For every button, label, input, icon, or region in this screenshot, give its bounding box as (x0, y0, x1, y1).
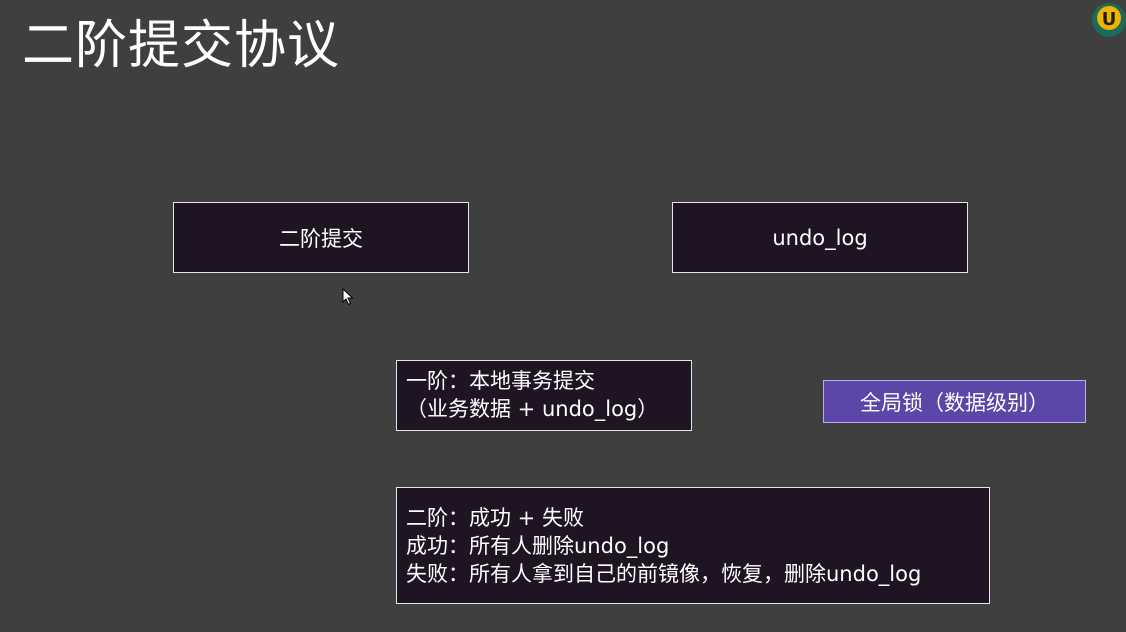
phase-two-line-3: 失败：所有人拿到自己的前镜像，恢复，删除undo_log (406, 562, 922, 586)
phase-two-line-1: 二阶：成功 + 失败 (406, 506, 584, 530)
undo-log-label: undo_log (772, 225, 868, 250)
two-phase-commit-box: 二阶提交 (173, 202, 469, 273)
undo-log-box: undo_log (672, 202, 968, 273)
slide-title: 二阶提交协议 (22, 16, 341, 76)
global-lock-label: 全局锁（数据级别） (860, 390, 1049, 415)
logo-letter: U (1102, 9, 1117, 30)
phase-two-box: 二阶：成功 + 失败 成功：所有人删除undo_log 失败：所有人拿到自己的前… (396, 487, 990, 604)
phase-one-line-1: 一阶：本地事务提交 (406, 369, 595, 393)
phase-two-line-2: 成功：所有人删除undo_log (406, 534, 670, 558)
two-phase-commit-label: 二阶提交 (279, 226, 363, 251)
phase-one-line-2: （业务数据 + undo_log） (406, 397, 659, 421)
global-lock-box: 全局锁（数据级别） (823, 380, 1086, 423)
mouse-pointer-icon (342, 288, 354, 306)
phase-one-box: 一阶：本地事务提交 （业务数据 + undo_log） (396, 360, 692, 431)
channel-logo-icon: U (1092, 3, 1126, 37)
